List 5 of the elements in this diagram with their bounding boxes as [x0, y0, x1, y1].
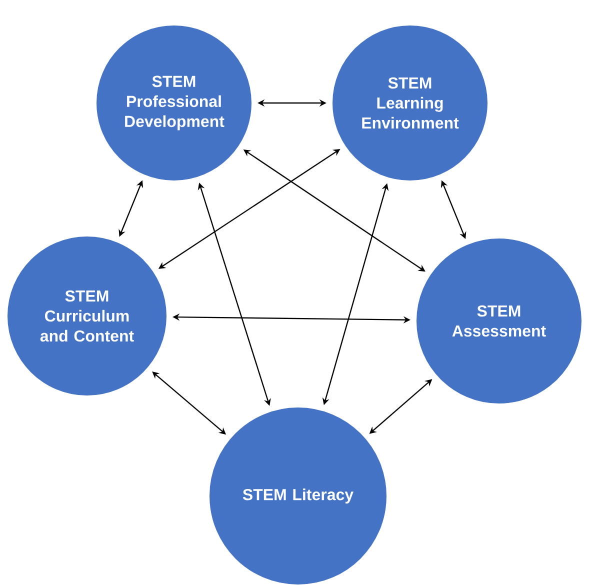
- circle-node: STEM Learning Environment: [332, 24, 488, 182]
- circle-node: STEM Literacy: [208, 406, 388, 585]
- circle-node: STEM Assessment: [416, 237, 582, 404]
- circle-node: STEM Curriculum and Content: [6, 235, 168, 396]
- circle-node: STEM Professional Development: [96, 24, 252, 182]
